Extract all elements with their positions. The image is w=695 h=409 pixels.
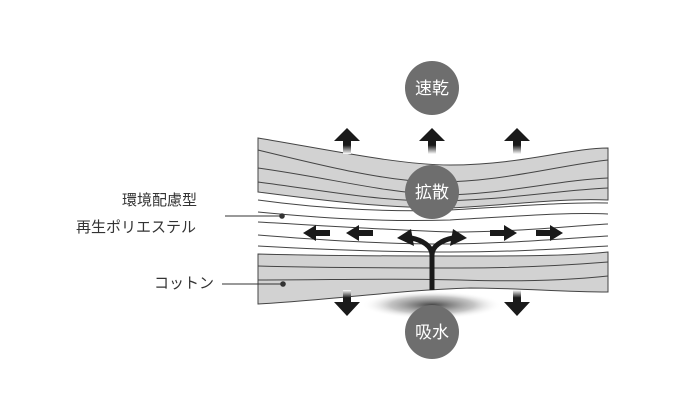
bubble-absorption-text: 吸水 [415,323,449,343]
up-arrow-center [419,128,445,154]
bottom-fiber-line-1 [257,261,609,269]
bubble-diffusion-text: 拡散 [415,183,449,203]
leader-dot-cotton [280,281,286,287]
diffusion-arrow-left-inner [346,225,373,241]
middle-fiber-line-2 [257,211,609,222]
bubble-absorption: 吸水 [405,305,459,359]
bubble-diffusion: 拡散 [405,165,459,219]
label-cotton: コットン [154,274,214,292]
up-arrow-right [504,128,530,154]
down-arrow-right [504,290,530,316]
diffusion-arrow-right-inner [490,225,517,241]
down-arrow-left [334,290,360,316]
label-polyester-line2: 再生ポリエステル [76,218,196,236]
middle-fiber-line-3 [257,221,609,233]
wicking-y-arrow [397,229,467,290]
bubble-quick-dry: 速乾 [405,61,459,115]
bubble-quick-dry-text: 速乾 [415,79,449,99]
leader-dot-polyester [279,213,285,219]
label-polyester-line1: 環境配慮型 [122,191,197,209]
bottom-fiber-line-2 [257,275,609,282]
middle-fiber-line-5 [257,245,609,253]
diffusion-arrow-left-outer [303,225,330,241]
up-arrow-left [334,128,360,154]
diffusion-arrow-right-outer [536,225,563,241]
